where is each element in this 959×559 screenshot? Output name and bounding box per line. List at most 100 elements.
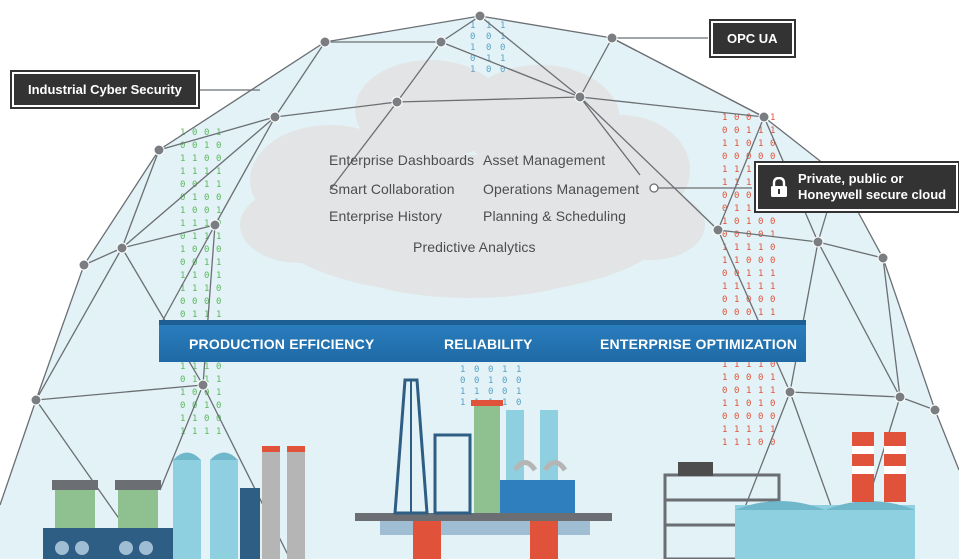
binary-digit: 1: [770, 308, 775, 318]
binary-digit: 0: [758, 373, 763, 383]
binary-digit: 1: [746, 438, 751, 448]
binary-digit: 1: [180, 128, 185, 138]
binary-digit: 1: [770, 113, 775, 123]
binary-digit: 0: [180, 297, 185, 307]
binary-digit: 0: [216, 154, 221, 164]
binary-digit: 1: [180, 245, 185, 255]
binary-digit: 1: [770, 126, 775, 136]
binary-digit: 0: [180, 180, 185, 190]
binary-digit: 1: [204, 310, 209, 320]
binary-digit: 0: [180, 401, 185, 411]
binary-digit: 0: [734, 191, 739, 201]
binary-digit: 1: [746, 386, 751, 396]
binary-digit: 1: [216, 310, 221, 320]
binary-digit: 1: [192, 271, 197, 281]
binary-digit: 0: [204, 297, 209, 307]
binary-digit: 0: [502, 376, 507, 386]
binary-digit: 0: [204, 206, 209, 216]
binary-digit: 1: [192, 375, 197, 385]
binary-digit: 0: [758, 152, 763, 162]
callout-industrial-cyber-security: Industrial Cyber Security: [12, 72, 198, 107]
binary-digit: 0: [722, 230, 727, 240]
binary-digit: 1: [722, 373, 727, 383]
binary-digit: 0: [470, 32, 475, 42]
binary-digit: 0: [758, 438, 763, 448]
binary-digit: 1: [500, 21, 505, 31]
binary-digit: 0: [192, 141, 197, 151]
binary-digit: 0: [758, 295, 763, 305]
binary-digit: 1: [734, 399, 739, 409]
binary-digit: 0: [722, 386, 727, 396]
binary-digit: 0: [758, 412, 763, 422]
binary-digit: 0: [722, 191, 727, 201]
binary-digit: 0: [770, 243, 775, 253]
binary-digit: 1: [502, 365, 507, 375]
center-plant: [355, 378, 612, 559]
binary-digit: 0: [734, 308, 739, 318]
binary-digit: 1: [216, 375, 221, 385]
right-plant: [663, 432, 915, 559]
binary-digit: 1: [770, 386, 775, 396]
binary-digit: 1: [180, 167, 185, 177]
binary-digit: 1: [758, 126, 763, 136]
binary-digit: 1: [474, 387, 479, 397]
binary-digit: 0: [746, 412, 751, 422]
binary-digit: 0: [734, 113, 739, 123]
cloud-shape: [240, 60, 705, 298]
binary-digit: 0: [192, 245, 197, 255]
callout-line-2: Honeywell secure cloud: [798, 187, 947, 202]
binary-digit: 0: [204, 414, 209, 424]
binary-digit: 0: [516, 376, 521, 386]
binary-digit: 0: [722, 269, 727, 279]
binary-digit: 1: [460, 365, 465, 375]
binary-digit: 1: [722, 139, 727, 149]
binary-digit: 0: [734, 373, 739, 383]
binary-digit: 1: [204, 401, 209, 411]
binary-digit: 0: [488, 365, 493, 375]
binary-digit: 1: [192, 427, 197, 437]
binary-digit: 0: [746, 308, 751, 318]
binary-digit: 0: [204, 193, 209, 203]
binary-digit: 1: [734, 360, 739, 370]
binary-digit: 1: [204, 180, 209, 190]
callout-line-1: Private, public or: [798, 171, 904, 186]
binary-digit: 0: [180, 258, 185, 268]
binary-digit: 0: [216, 193, 221, 203]
binary-digit: 0: [516, 398, 521, 408]
binary-digit: 0: [734, 126, 739, 136]
binary-digit: 1: [180, 284, 185, 294]
binary-digit: 1: [180, 427, 185, 437]
binary-digit: 0: [204, 128, 209, 138]
binary-digit: 1: [192, 310, 197, 320]
binary-digit: 0: [770, 412, 775, 422]
binary-digit: 1: [216, 427, 221, 437]
binary-digit: 0: [192, 206, 197, 216]
binary-digit: 0: [746, 139, 751, 149]
binary-digit: 0: [486, 43, 491, 53]
binary-digit: 1: [722, 438, 727, 448]
binary-digit: 0: [734, 386, 739, 396]
binary-digit: 1: [722, 360, 727, 370]
binary-digit: 1: [770, 425, 775, 435]
binary-digit: 1: [734, 256, 739, 266]
binary-digit: 0: [216, 141, 221, 151]
binary-digit: 1: [758, 360, 763, 370]
binary-digit: 0: [722, 126, 727, 136]
binary-digit: 0: [734, 269, 739, 279]
binary-digit: 1: [758, 425, 763, 435]
binary-digit: 0: [770, 152, 775, 162]
binary-digit: 1: [746, 204, 751, 214]
binary-digit: 0: [204, 154, 209, 164]
binary-digit: 1: [722, 243, 727, 253]
binary-digit: 1: [734, 243, 739, 253]
binary-digit: 1: [758, 282, 763, 292]
binary-digit: 1: [192, 219, 197, 229]
band-label-production-efficiency: PRODUCTION EFFICIENCY: [189, 336, 375, 352]
binary-digit: 0: [734, 217, 739, 227]
binary-digit: 1: [204, 232, 209, 242]
binary-digit: 0: [746, 113, 751, 123]
binary-digit: 1: [488, 376, 493, 386]
binary-digit: 1: [746, 165, 751, 175]
binary-digit: 0: [734, 152, 739, 162]
